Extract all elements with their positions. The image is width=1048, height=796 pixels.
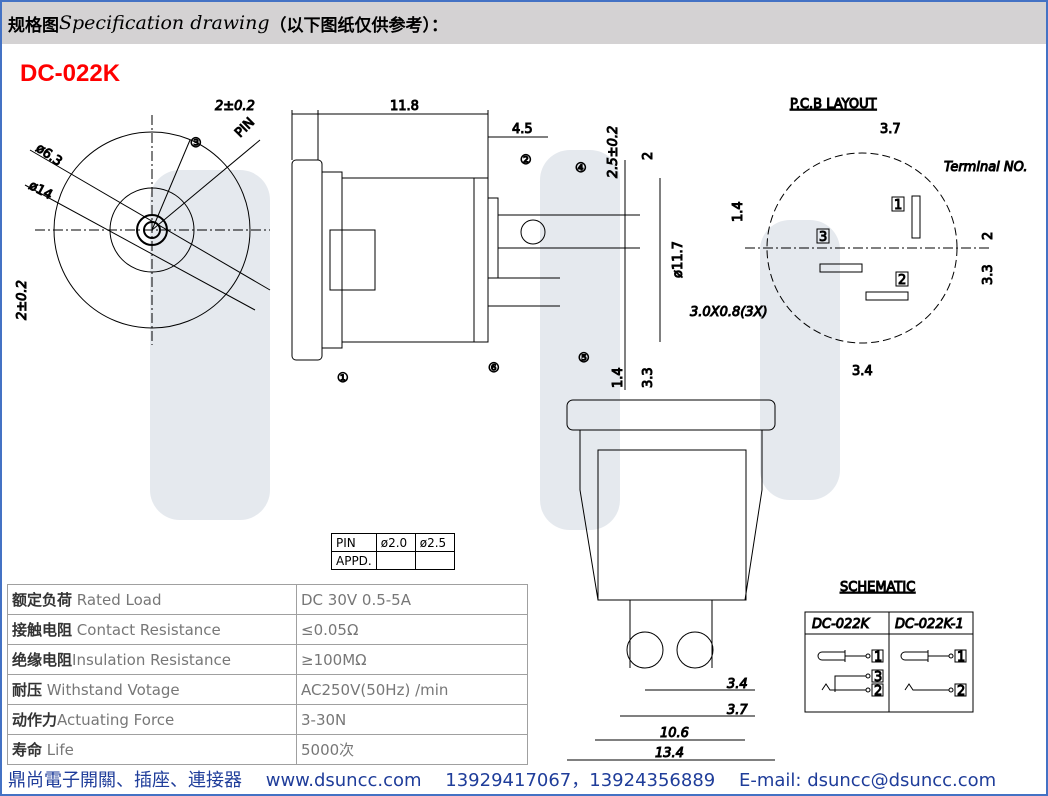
title-en: Specification drawing xyxy=(59,12,270,34)
pcb-title: P.C.B LAYOUT xyxy=(790,97,877,112)
sch2-n2: 2 xyxy=(957,684,965,699)
spec-en: Insulation Resistance xyxy=(72,651,231,669)
pcb-dim-37: 3.7 xyxy=(880,122,901,137)
appd-label: APPD. xyxy=(331,551,377,570)
spec-row: 绝缘电阻Insulation Resistance ≥100MΩ xyxy=(7,644,528,675)
spec-value: ≤0.05Ω xyxy=(296,614,528,645)
title-note: （以下图纸仅供参考）： xyxy=(269,15,449,36)
side-view: 2±0.2 11.8 4.5 2.5±0.2 2 ø11.7 1.4 3.3 ①… xyxy=(215,99,687,390)
callout-6: ⑥ xyxy=(488,361,500,376)
pcb-dim-33: 3.3 xyxy=(981,264,996,285)
dim-body-len: 11.8 xyxy=(390,99,419,114)
callout-3: ③ xyxy=(190,136,202,151)
spec-table: 额定负荷 Rated Load DC 30V 0.5-5A 接触电阻 Contac… xyxy=(7,584,528,765)
bottom-dim-34: 3.4 xyxy=(727,677,748,692)
footer-company: 鼎尚電子開關、插座、連接器 xyxy=(8,770,242,791)
spec-cn: 额定负荷 xyxy=(12,591,73,609)
spec-value: ≥100MΩ xyxy=(296,644,528,675)
dim-pin-h: 2.5±0.2 xyxy=(606,126,621,178)
dim-top2: 2 xyxy=(641,152,656,160)
model-number: DC-022K xyxy=(20,60,121,87)
spec-en: Life xyxy=(46,741,74,759)
dim-3-3: 3.3 xyxy=(641,367,656,388)
pin-label: PIN xyxy=(232,115,258,141)
spec-en: Rated Load xyxy=(76,591,162,609)
dim-d63: ø6.3 xyxy=(33,141,65,170)
appd-d25 xyxy=(414,551,455,570)
title-cn: 规格图 xyxy=(8,15,59,36)
spec-row: 耐压 Withstand Votage AC250V(50Hz) /min xyxy=(7,674,528,705)
spec-cn: 接触电阻 xyxy=(12,621,73,639)
callout-5: ⑤ xyxy=(578,351,590,366)
dim-pin-off: 4.5 xyxy=(512,122,533,137)
appd-d20 xyxy=(375,551,416,570)
dim-flange: 2±0.2 xyxy=(215,99,255,114)
bottom-view: 3.4 3.7 10.6 13.4 xyxy=(566,399,776,762)
pcb-dim-14: 1.4 xyxy=(731,201,746,222)
footer-website[interactable]: www.dsuncc.com xyxy=(265,770,422,791)
pin-d25: ø2.5 xyxy=(414,533,455,552)
spec-row: 寿命 Life 5000次 xyxy=(7,734,528,765)
terminal-label: Terminal NO. xyxy=(944,160,1027,175)
spec-cn: 寿命 xyxy=(12,741,43,759)
pcb-dim-2: 2 xyxy=(981,232,996,240)
spec-row: 接触电阻 Contact Resistance ≤0.05Ω xyxy=(7,614,528,645)
callout-2: ② xyxy=(520,153,532,168)
pcb-layout: P.C.B LAYOUT 3.7 Terminal NO. 1 3 2 1.4 … xyxy=(690,97,1028,380)
spec-en: Actuating Force xyxy=(57,711,175,729)
spec-value: 3-30N xyxy=(296,704,528,735)
spec-en: Withstand Votage xyxy=(46,681,180,699)
spec-value: DC 30V 0.5-5A xyxy=(296,584,528,615)
sch-n3: 3 xyxy=(874,670,882,685)
footer: 鼎尚電子開關、插座、連接器 www.dsuncc.com 13929417067… xyxy=(8,766,1014,792)
bottom-dim-37: 3.7 xyxy=(727,703,748,718)
spec-value: AC250V(50Hz) /min xyxy=(296,674,528,705)
callout-1: ① xyxy=(337,371,349,386)
pcb-dim-34: 3.4 xyxy=(852,364,873,379)
bottom-dim-134: 13.4 xyxy=(655,746,684,761)
spec-row: 动作力Actuating Force 3-30N xyxy=(7,704,528,735)
spec-value: 5000次 xyxy=(296,734,528,765)
footer-email[interactable]: E-mail: dsuncc@dsuncc.com xyxy=(738,770,997,791)
dim-1-4: 1.4 xyxy=(611,367,626,388)
pcb-slot: 3.0X0.8(3X) xyxy=(690,305,768,320)
sch-n2: 2 xyxy=(874,684,882,699)
sch-n1: 1 xyxy=(874,650,882,665)
schematic-col1: DC-022K xyxy=(812,617,871,632)
terminal-2: 2 xyxy=(898,273,906,288)
spec-cn: 绝缘电阻 xyxy=(12,651,73,669)
spec-row: 额定负荷 Rated Load DC 30V 0.5-5A xyxy=(7,584,528,615)
terminal-3: 3 xyxy=(819,230,827,245)
footer-phones: 13929417067，13924356889 xyxy=(445,770,716,791)
callout-4: ④ xyxy=(575,161,587,176)
spec-cn: 动作力 xyxy=(12,711,58,729)
schematic: SCHEMATIC DC-022K DC-022K-1 1 3 2 1 2 xyxy=(804,580,974,713)
dim-dia: ø11.7 xyxy=(671,241,686,278)
spec-en: Contact Resistance xyxy=(76,621,221,639)
watermark xyxy=(150,150,840,530)
sch2-n1: 1 xyxy=(957,650,965,665)
dim-offset: 2±0.2 xyxy=(15,280,30,320)
pin-d20: ø2.0 xyxy=(375,533,416,552)
header-bar: 规格图 Specification drawing （以下图纸仅供参考）： xyxy=(2,2,1046,44)
terminal-1: 1 xyxy=(894,198,902,213)
spec-cn: 耐压 xyxy=(12,681,43,699)
schematic-col2: DC-022K-1 xyxy=(895,617,964,632)
pin-header: PIN xyxy=(331,533,377,552)
schematic-title: SCHEMATIC xyxy=(840,580,915,595)
bottom-dim-106: 10.6 xyxy=(660,726,689,741)
